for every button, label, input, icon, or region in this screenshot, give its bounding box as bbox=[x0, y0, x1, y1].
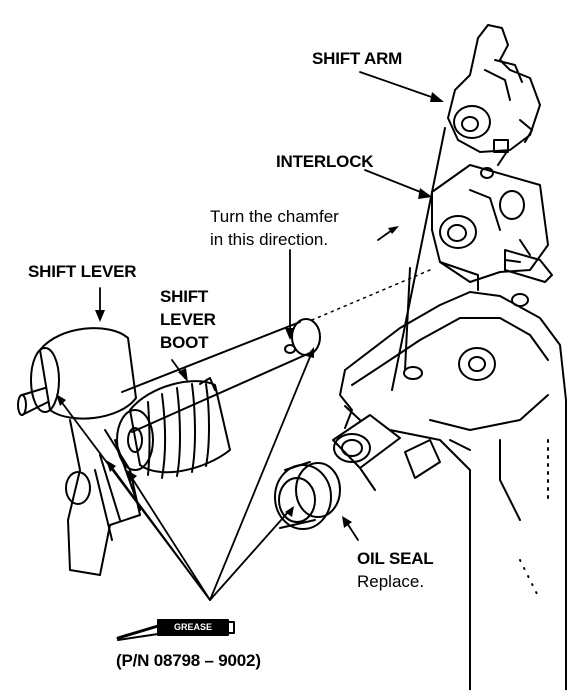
oil-seal-note: Replace. bbox=[357, 572, 425, 591]
boot-label-line3: BOOT bbox=[160, 333, 209, 352]
boot-label-line2: LEVER bbox=[160, 310, 216, 329]
shift-lever-boot bbox=[116, 377, 231, 479]
chamfer-note: Turn the chamfer in this direction. bbox=[210, 205, 339, 251]
shift-lever bbox=[17, 327, 141, 576]
chamfer-note-line1: Turn the chamfer bbox=[210, 207, 339, 226]
interlock-label: INTERLOCK bbox=[276, 152, 374, 171]
arrow-heads bbox=[56, 92, 444, 528]
grease-label: GREASE bbox=[160, 621, 226, 634]
oil-seal-label: OIL SEAL bbox=[357, 549, 434, 568]
shift-lever-label: SHIFT LEVER bbox=[28, 262, 137, 281]
chamfer-note-line2: in this direction. bbox=[210, 230, 329, 249]
shift-lever-boot-label: SHIFT LEVER BOOT bbox=[160, 285, 216, 354]
oil-seal bbox=[274, 461, 341, 530]
boot-label-line1: SHIFT bbox=[160, 287, 209, 306]
interlock bbox=[404, 164, 553, 371]
shift-arm bbox=[391, 24, 541, 391]
leader-lines bbox=[59, 71, 441, 601]
transmission-housing bbox=[332, 291, 567, 690]
part-number-label: (P/N 08798 – 9002) bbox=[116, 651, 261, 670]
shift-rod bbox=[121, 269, 431, 433]
shift-arm-label: SHIFT ARM bbox=[312, 49, 403, 68]
